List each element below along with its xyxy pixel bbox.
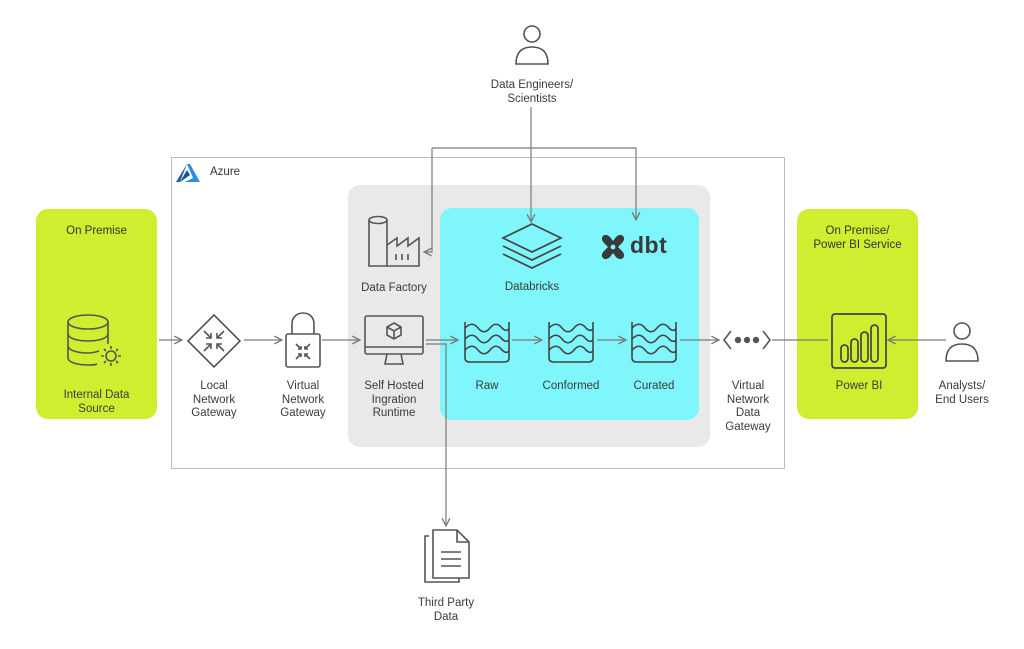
conformed-zone-water-icon [545, 320, 597, 364]
virtual-network-data-gateway-label: Virtual Network Data Gateway [725, 380, 771, 433]
internal-data-source-label: Internal Data Source [63, 389, 130, 415]
data-engineers-person-icon [513, 22, 551, 66]
virtual-network-data-gateway-icon [722, 328, 772, 352]
databricks-label: Databricks [504, 281, 560, 293]
conformed-zone-label: Conformed [542, 380, 600, 392]
self-hosted-runtime-label: Self Hosted Ingration Runtime [364, 380, 424, 419]
local-network-gateway-icon [186, 313, 242, 369]
azure-frame [171, 157, 785, 469]
dbt-logo-icon [600, 234, 626, 260]
databricks-icon [501, 222, 563, 274]
analysts-person-icon [943, 319, 981, 363]
lakehouse-panel [440, 208, 699, 420]
azure-logo-icon [176, 163, 202, 183]
local-network-gateway-label: Local Network Gateway [191, 380, 237, 419]
azure-label: Azure [210, 166, 241, 178]
third-party-document-icon [421, 528, 473, 584]
database-gear-icon [66, 313, 128, 371]
virtual-network-gateway-label: Virtual Network Gateway [280, 380, 326, 419]
on-premise-title: On Premise [66, 225, 127, 237]
virtual-network-gateway-lock-icon [284, 310, 322, 370]
analysts-label: Analysts/ End Users [935, 380, 989, 406]
raw-zone-label: Raw [475, 380, 499, 392]
curated-zone-label: Curated [633, 380, 675, 392]
dbt-label: dbt [630, 232, 668, 258]
data-factory-label: Data Factory [361, 282, 427, 294]
power-bi-label: Power BI [835, 380, 883, 392]
self-hosted-runtime-monitor-icon [363, 314, 425, 370]
power-bi-service-title: On Premise/ Power BI Service [813, 225, 902, 251]
third-party-data-label: Third Party Data [417, 597, 475, 623]
data-engineers-label: Data Engineers/ Scientists [490, 79, 574, 105]
power-bi-chart-icon [830, 312, 888, 370]
on-premise-panel [36, 209, 157, 419]
raw-zone-water-icon [461, 320, 513, 364]
data-factory-icon [366, 214, 422, 270]
curated-zone-water-icon [628, 320, 680, 364]
